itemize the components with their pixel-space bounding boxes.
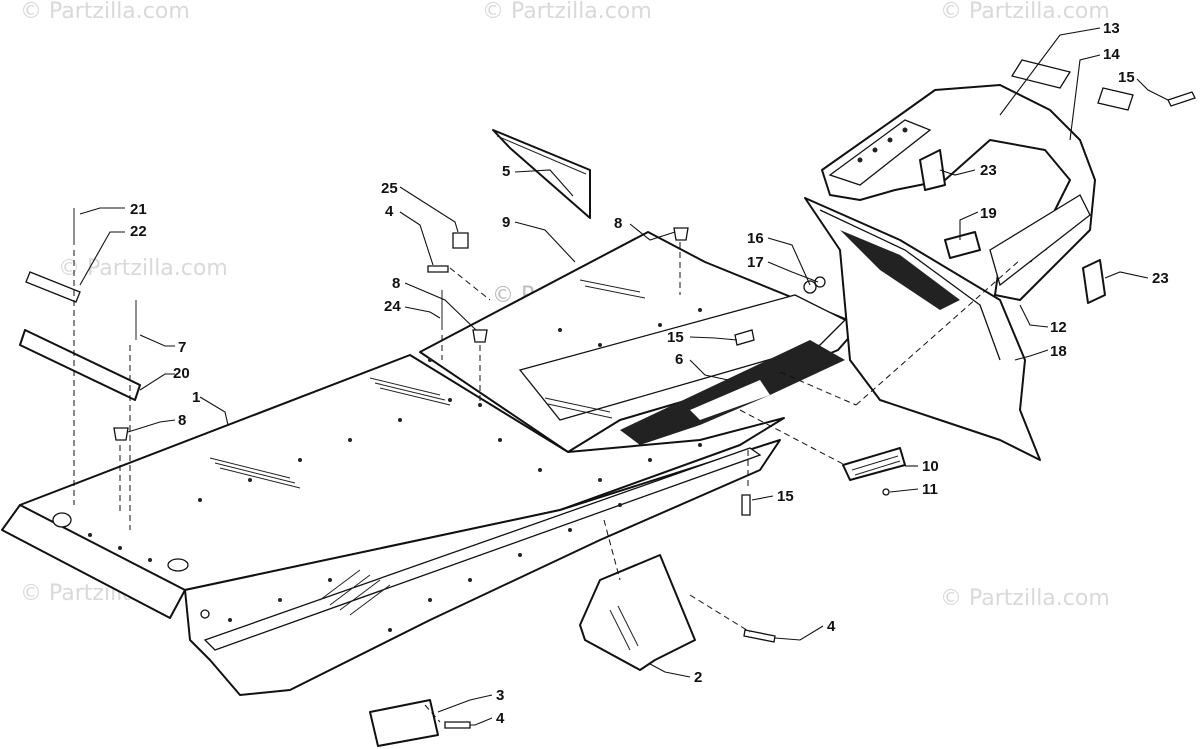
assembly-lines — [73, 242, 1021, 723]
callout-15: 15 — [1118, 69, 1135, 86]
callout-10: 10 — [922, 458, 939, 475]
callout-2: 2 — [694, 669, 702, 686]
tunnel-part — [1, 231, 861, 696]
callout-19: 19 — [980, 205, 997, 222]
callout-23: 23 — [1152, 270, 1169, 287]
callout-25: 25 — [381, 180, 398, 197]
callout-1: 1 — [192, 389, 200, 406]
callout-4: 4 — [385, 203, 394, 220]
watermark: © Partzilla.com — [20, 0, 190, 24]
callout-18: 18 — [1050, 343, 1067, 360]
callout-layer: 21 22 7 20 1 8 25 4 8 24 5 9 8 15 6 16 1… — [130, 20, 1169, 727]
callout-3: 3 — [496, 687, 504, 704]
callout-8: 8 — [614, 215, 622, 232]
callout-15: 15 — [777, 488, 794, 505]
callout-11: 11 — [922, 481, 938, 498]
callout-14: 14 — [1103, 46, 1120, 63]
callout-9: 9 — [502, 214, 510, 231]
tunnel-cover-part — [492, 129, 591, 219]
callout-20: 20 — [173, 365, 190, 382]
callout-5: 5 — [502, 163, 510, 180]
callout-16: 16 — [747, 230, 764, 247]
callout-6: 6 — [675, 351, 683, 368]
small-parts — [19, 59, 1196, 747]
callout-4: 4 — [496, 710, 505, 727]
callout-24: 24 — [384, 298, 401, 315]
snow-flap-part — [804, 197, 1041, 461]
callout-4: 4 — [827, 618, 836, 635]
callout-8: 8 — [392, 275, 400, 292]
leader-lines — [79, 27, 1169, 726]
watermark: © Partzilla.com — [58, 256, 228, 281]
watermark: © Partzilla.com — [940, 586, 1110, 611]
watermark: © Partzilla.com — [482, 0, 652, 24]
callout-12: 12 — [1050, 319, 1067, 336]
callout-21: 21 — [130, 201, 147, 218]
callout-7: 7 — [178, 339, 186, 356]
watermark: © Partzilla.com — [940, 0, 1110, 24]
callout-8: 8 — [178, 412, 186, 429]
callout-23: 23 — [980, 162, 997, 179]
callout-17: 17 — [747, 254, 764, 271]
callout-15: 15 — [667, 329, 684, 346]
callout-13: 13 — [1103, 20, 1120, 37]
callout-22: 22 — [130, 223, 147, 240]
